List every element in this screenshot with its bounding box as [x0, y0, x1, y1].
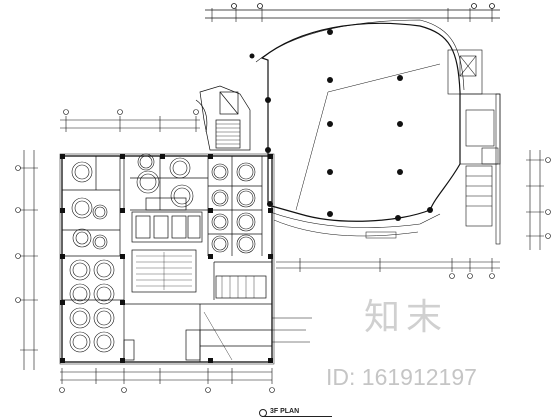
title-underline — [262, 416, 332, 417]
top-left-dimension — [60, 109, 200, 132]
right-dimension — [526, 150, 551, 250]
watermark-id: ID: 161912197 — [326, 364, 477, 390]
bottom-right-dimension — [276, 258, 500, 279]
top-dimension — [205, 3, 500, 22]
restaurant-block — [59, 153, 275, 365]
banquet-hall — [249, 19, 465, 239]
annotation-leaders — [272, 317, 312, 343]
central-core — [195, 85, 251, 151]
dining-tables — [69, 153, 256, 353]
bottom-dimension — [59, 368, 275, 393]
drawing-title: 3F PLAN — [270, 408, 300, 415]
left-dimension — [15, 150, 38, 370]
right-service-block — [447, 49, 501, 245]
watermark-logo: 知末 — [364, 297, 449, 338]
